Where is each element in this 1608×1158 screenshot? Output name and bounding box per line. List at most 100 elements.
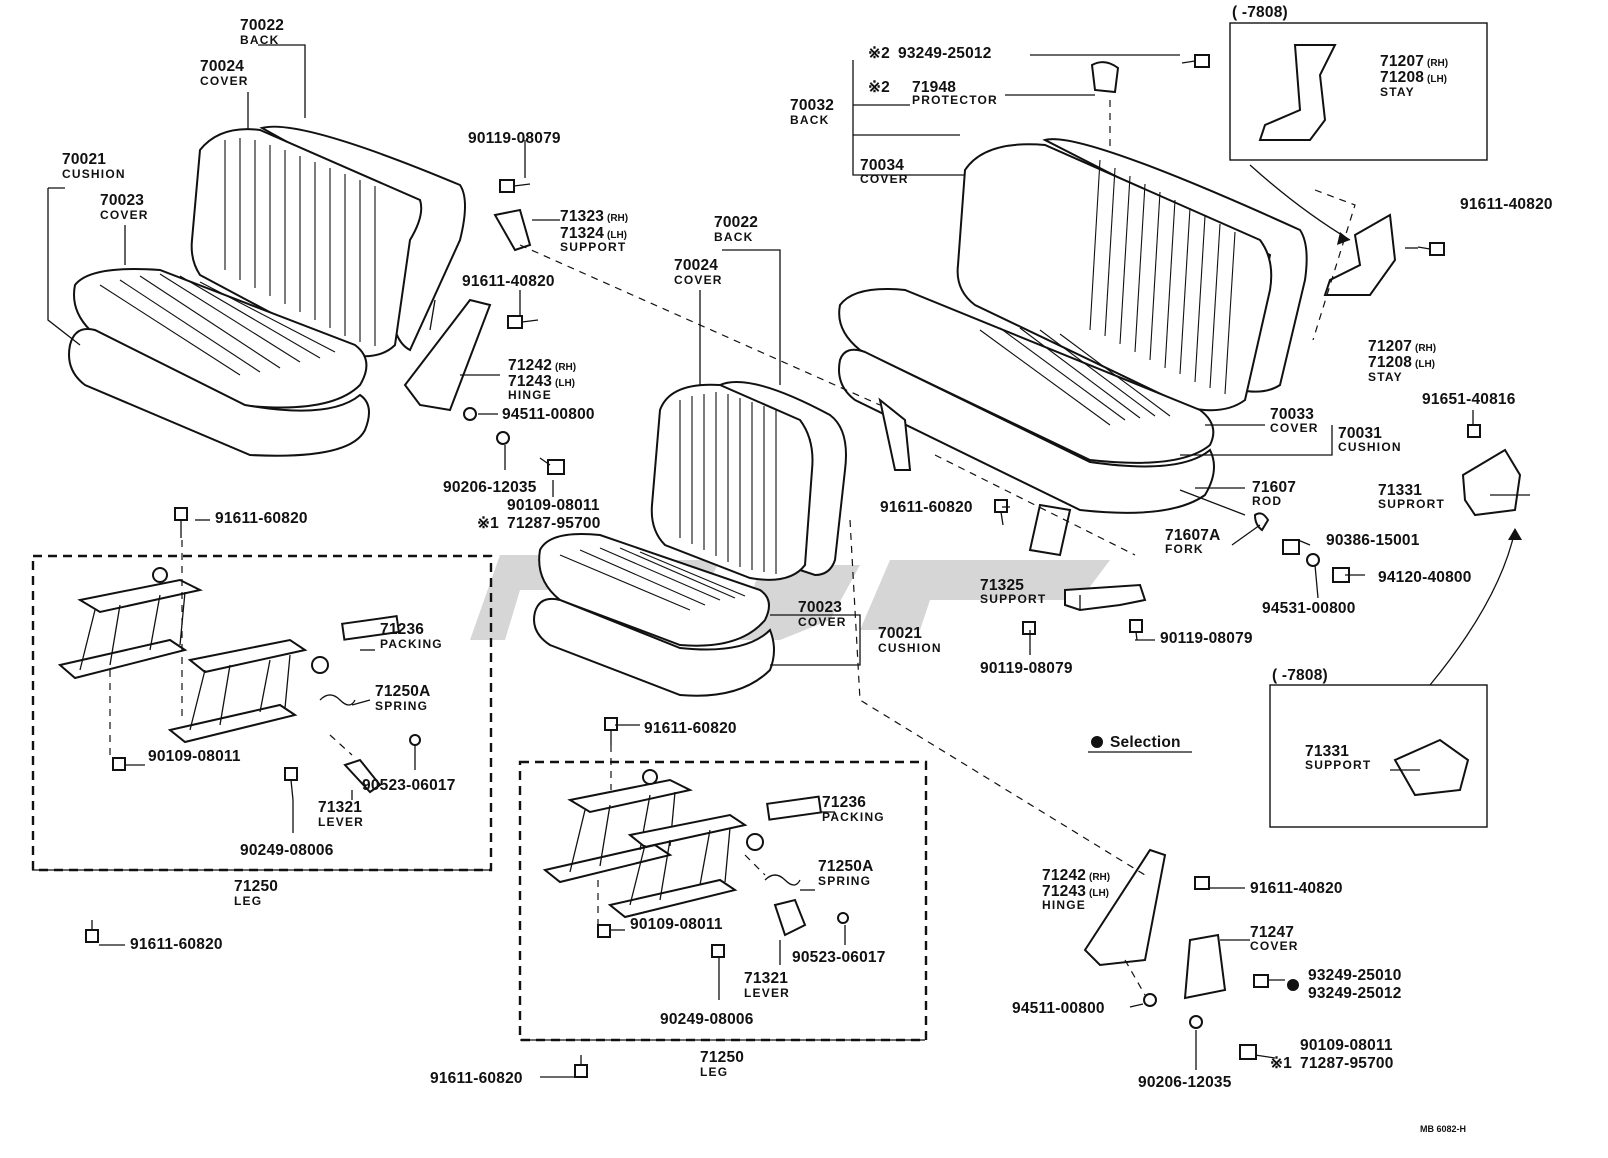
- label-lever-center: LEVER: [744, 986, 790, 1000]
- label-support-71331-box: SUPPORT: [1305, 758, 1371, 772]
- label-range-bottom: ( -7808): [1272, 667, 1328, 684]
- label-lh-71324: (LH): [607, 230, 627, 241]
- label-stay-box: STAY: [1380, 85, 1415, 99]
- label-back-center: BACK: [714, 230, 753, 244]
- label-cover-70033: COVER: [1270, 421, 1319, 435]
- label-71325: 71325: [980, 577, 1024, 594]
- label-71324: 71324: [560, 225, 604, 242]
- label-70021-left: 70021: [62, 151, 106, 168]
- label-91611-60820-c: 91611-60820: [644, 720, 737, 737]
- label-71236-center: 71236: [822, 794, 866, 811]
- label-range-top: ( -7808): [1232, 4, 1288, 21]
- label-90249-08006-left: 90249-08006: [240, 842, 334, 859]
- right-seat-illustration: [838, 138, 1308, 557]
- label-70023-left: 70023: [100, 192, 144, 209]
- hardware-illustrations: [85, 44, 1522, 1078]
- label-support-71323: SUPPORT: [560, 240, 626, 254]
- label-packing-left: PACKING: [380, 637, 443, 651]
- label-lever-left: LEVER: [318, 815, 364, 829]
- label-71607a: 71607A: [1165, 527, 1221, 544]
- label-71207-box: 71207: [1380, 53, 1424, 70]
- label-90523-06017-center: 90523-06017: [792, 949, 886, 966]
- label-71250a-center: 71250A: [818, 858, 874, 875]
- label-lh-71243-right: (LH): [1089, 888, 1109, 899]
- label-71321-center: 71321: [744, 970, 788, 987]
- label-hinge-right: HINGE: [1042, 898, 1086, 912]
- label-70024-left: 70024: [200, 58, 244, 75]
- label-rh-71207-box: (RH): [1427, 58, 1448, 69]
- label-lh-71208-box: (LH): [1427, 74, 1447, 85]
- label-94120-40800: 94120-40800: [1378, 569, 1472, 586]
- label-cushion-70031: CUSHION: [1338, 440, 1402, 454]
- label-hinge-left: HINGE: [508, 388, 552, 402]
- label-71287-95700-top: 71287-95700: [507, 515, 601, 532]
- label-71236-left: 71236: [380, 621, 424, 638]
- label-cover-right: COVER: [860, 172, 909, 186]
- label-spring-center: SPRING: [818, 874, 871, 888]
- label-71323: 71323: [560, 208, 604, 225]
- label-90523-06017-left: 90523-06017: [362, 777, 456, 794]
- label-93249-25010: 93249-25010: [1308, 967, 1402, 984]
- label-70022-center: 70022: [714, 214, 758, 231]
- label-90109-08011-center: 90109-08011: [630, 916, 723, 933]
- label-90206-12035-right: 90206-12035: [1138, 1074, 1232, 1091]
- label-91651-40816: 91651-40816: [1422, 391, 1516, 408]
- label-leg-left: LEG: [234, 894, 262, 908]
- label-70031: 70031: [1338, 425, 1382, 442]
- label-93249-25012-top: 93249-25012: [898, 45, 992, 62]
- label-71287-95700-bottom: 71287-95700: [1300, 1055, 1394, 1072]
- center-seat-illustration: [533, 381, 847, 697]
- label-70033: 70033: [1270, 406, 1314, 423]
- label-stay: STAY: [1368, 370, 1403, 384]
- label-70022-left: 70022: [240, 17, 284, 34]
- label-mark1-bottom: ※1: [1270, 1055, 1292, 1072]
- label-lh-71243: (LH): [555, 378, 575, 389]
- label-lh-71208: (LH): [1415, 359, 1435, 370]
- label-support-71325: SUPPORT: [980, 592, 1046, 606]
- label-mark2-a: ※2: [868, 45, 890, 62]
- label-90119-08079-top: 90119-08079: [468, 130, 561, 147]
- label-fork: FORK: [1165, 542, 1204, 556]
- label-rh-71242-right: (RH): [1089, 872, 1110, 883]
- label-90109-08011-right: 90109-08011: [1300, 1037, 1393, 1054]
- label-94511-00800-left: 94511-00800: [502, 406, 595, 423]
- label-71948: 71948: [912, 79, 956, 96]
- label-71243-right: 71243: [1042, 883, 1086, 900]
- label-cover-center: COVER: [674, 273, 723, 287]
- label-rod: ROD: [1252, 494, 1282, 508]
- label-spring-left: SPRING: [375, 699, 428, 713]
- label-back-right: BACK: [790, 113, 829, 127]
- label-71242-left: 71242: [508, 357, 552, 374]
- leader-lines: [31, 22, 1530, 1078]
- label-71250-left: 71250: [234, 878, 278, 895]
- label-protector: PROTECTOR: [912, 93, 998, 107]
- label-71242-right: 71242: [1042, 867, 1086, 884]
- label-71321-left: 71321: [318, 799, 362, 816]
- label-rh-71242: (RH): [555, 362, 576, 373]
- label-90249-08006-center: 90249-08006: [660, 1011, 754, 1028]
- label-91611-40820-bottom: 91611-40820: [1250, 880, 1343, 897]
- label-rh-71207: (RH): [1415, 343, 1436, 354]
- part-labels: 70022 BACK 70024 COVER 70021 CUSHION 700…: [62, 4, 1553, 1134]
- label-cover2-left: COVER: [100, 208, 149, 222]
- label-71250-center: 71250: [700, 1049, 744, 1066]
- label-91611-60820-d: 91611-60820: [430, 1070, 523, 1087]
- drawing-code: MB 6082-H: [1420, 1124, 1466, 1134]
- label-71331-box: 71331: [1305, 743, 1349, 760]
- label-cover-71247: COVER: [1250, 939, 1299, 953]
- label-71250a-left: 71250A: [375, 683, 431, 700]
- label-packing-center: PACKING: [822, 810, 885, 824]
- label-94511-00800-right: 94511-00800: [1012, 1000, 1105, 1017]
- label-cushion-left: CUSHION: [62, 167, 126, 181]
- label-90109-08011-top: 90109-08011: [507, 497, 600, 514]
- label-71331: 71331: [1378, 482, 1422, 499]
- label-70021-center: 70021: [878, 625, 922, 642]
- label-71607: 71607: [1252, 479, 1296, 496]
- label-91611-40820-right: 91611-40820: [1460, 196, 1553, 213]
- label-leg-center: LEG: [700, 1065, 728, 1079]
- left-seat-illustration: [68, 125, 466, 457]
- label-rh-71323: (RH): [607, 213, 628, 224]
- label-90206-12035-left: 90206-12035: [443, 479, 537, 496]
- label-90109-08011-left: 90109-08011: [148, 748, 241, 765]
